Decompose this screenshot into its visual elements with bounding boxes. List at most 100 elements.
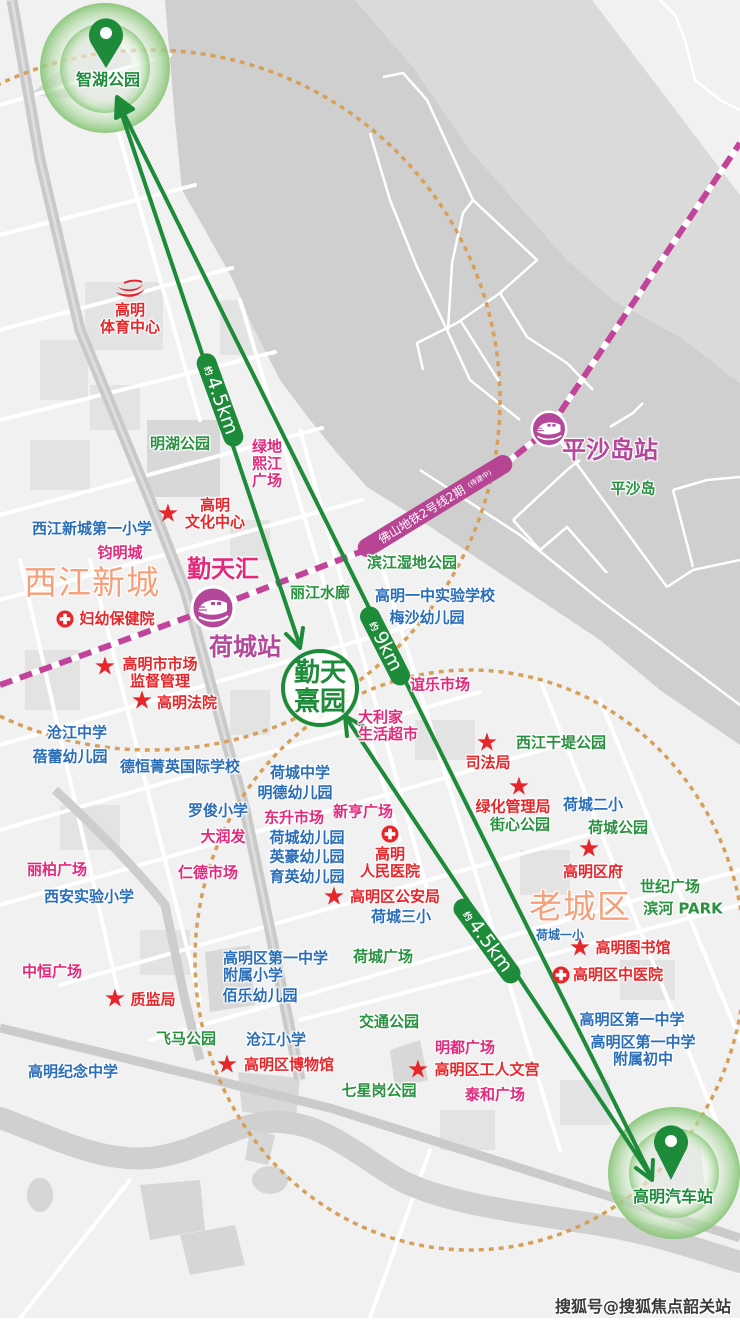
school-label: 高明一中实验学校: [374, 586, 496, 605]
star-icon: ★: [156, 498, 180, 528]
label-line: 附属初中: [612, 1050, 674, 1068]
star-icon: ★: [322, 881, 346, 911]
school-label: 佰乐幼儿园: [222, 986, 298, 1005]
park-label: 滨江湿地公园: [366, 553, 458, 572]
star-icon: ★: [507, 771, 531, 801]
park-label: 街心公园: [489, 815, 551, 834]
school-label: 荷城二小: [562, 795, 624, 814]
commercial-label: 绿地 熙江 广场: [251, 437, 283, 490]
school-label: 沧江中学: [46, 723, 108, 742]
commercial-label: 勤天汇: [187, 555, 259, 583]
school-label: 高明区第一中学 附属初中: [590, 1034, 695, 1068]
facility-label: 高明 人民医院: [360, 846, 420, 880]
label-line: 高明区第一中学: [590, 1033, 696, 1051]
district-label-old-town: 老城区: [529, 887, 631, 926]
park-label: 世纪广场: [639, 877, 701, 896]
facility-label: 高明区工人文宫: [434, 1060, 540, 1079]
facility-label: 高明图书馆: [595, 938, 671, 957]
facility-label: 高明区中医院: [572, 965, 664, 984]
project-label: 勤天 熹园: [294, 659, 346, 717]
school-label: 高明区第一中学 附属小学: [223, 950, 328, 984]
commercial-label: 新亨广场: [332, 802, 394, 821]
school-label: 育英幼儿园: [269, 867, 345, 886]
school-label: 荷城一小: [535, 928, 585, 942]
star-icon: ★: [215, 1049, 239, 1079]
star-icon: ★: [406, 1054, 430, 1084]
destination-label-zhihu-park: 智湖公园: [75, 70, 141, 89]
island-roads: [368, 0, 740, 706]
park-label: 荷城公园: [587, 818, 649, 837]
label-line: 熙江: [251, 454, 283, 473]
star-icon: ★: [568, 932, 592, 962]
arrowhead-zhihu-icon: [114, 95, 135, 120]
radius-ring-north: [0, 48, 502, 752]
school-label: 西江新城第一小学: [31, 519, 153, 538]
facility-label: 高明法院: [156, 693, 218, 712]
facility-label: 妇幼保健院: [79, 609, 155, 628]
facility-label: 高明 体育中心: [100, 302, 160, 336]
commercial-label: 大润发: [200, 827, 246, 846]
route-arrowheads: [114, 95, 655, 1182]
radius-ring-south: [193, 668, 740, 1252]
project-label-line: 勤天: [293, 658, 347, 688]
hospital-cross-icon: [381, 825, 399, 843]
park-label: 丽江水廊: [289, 583, 351, 602]
park-label: 平沙岛: [610, 479, 656, 498]
label-line: 生活超市: [358, 725, 419, 743]
hospital-cross-icon: [552, 966, 570, 984]
park-label: 交通公园: [358, 1012, 420, 1031]
label-line: 高明: [374, 845, 406, 863]
park-label: 飞马公园: [155, 1029, 217, 1048]
radius-rings: [0, 48, 740, 1252]
facility-label: 高明区博物馆: [243, 1055, 335, 1074]
sports-center-logo-icon: [116, 279, 145, 297]
park-label: 荷城广场: [352, 947, 414, 966]
station-label-hecheng: 荷城站: [209, 633, 281, 661]
watermark: 搜狐号@搜狐焦点韶关站: [554, 1297, 732, 1316]
district-label-xijiang-new-town: 西江新城: [24, 563, 160, 602]
park-label: 西江干堤公园: [515, 733, 607, 752]
label-line: 广场: [251, 471, 283, 490]
facility-label: 质监局: [130, 990, 176, 1009]
commercial-label: 泰和广场: [464, 1085, 526, 1104]
facility-label: 高明 文化中心: [185, 497, 245, 531]
star-icon: ★: [93, 651, 117, 681]
arrowhead-project-top-icon: [284, 626, 305, 650]
city-roads: [0, 53, 740, 1318]
commercial-label: 明都广场: [434, 1038, 496, 1057]
label-line: 绿地: [251, 437, 283, 456]
school-label: 梅沙幼儿园: [389, 608, 465, 627]
school-label: 明德幼儿园: [257, 783, 333, 802]
commercial-label: 丽柏广场: [26, 860, 88, 879]
school-label: 高明区第一中学: [579, 1010, 685, 1029]
map-pin-icon: [653, 1125, 689, 1180]
destination-label-bus-station: 高明汽车站: [632, 1187, 714, 1206]
map-pin-hole: [665, 1135, 677, 1147]
commercial-label: 大利家 生活超市: [358, 709, 418, 743]
school-label: 荷城幼儿园: [269, 828, 345, 847]
facility-label: 绿化管理局: [475, 797, 551, 816]
star-icon: ★: [103, 983, 127, 1013]
label-line: 文化中心: [184, 513, 246, 531]
facility-label: 高明市市场 监督管理: [122, 656, 197, 690]
school-label: 蓓蕾幼儿园: [32, 747, 108, 766]
gaoming-river: [0, 1107, 740, 1273]
station-label-pingshadao: 平沙岛站: [562, 436, 658, 464]
commercial-label: 东升市场: [263, 808, 325, 827]
project-marker-ring: [281, 649, 359, 727]
project-label-line: 熹园: [293, 687, 347, 717]
label-line: 监督管理: [129, 672, 191, 690]
star-icon: ★: [577, 833, 601, 863]
ponds: [27, 1130, 288, 1275]
school-label: 荷城三小: [370, 907, 432, 926]
label-line: 高明: [199, 496, 231, 514]
label-line: 高明市市场: [122, 655, 198, 673]
commercial-label: 钧明城: [97, 543, 143, 562]
zhihu-park-target-ring: [40, 3, 170, 133]
arrowhead-bus-station-icon: [634, 1158, 655, 1182]
school-label: 沧江小学: [245, 1030, 307, 1049]
school-label: 德恒菁英国际学校: [119, 757, 241, 776]
park-label: 明湖公园: [149, 434, 211, 453]
school-label: 荷城中学: [269, 763, 331, 782]
